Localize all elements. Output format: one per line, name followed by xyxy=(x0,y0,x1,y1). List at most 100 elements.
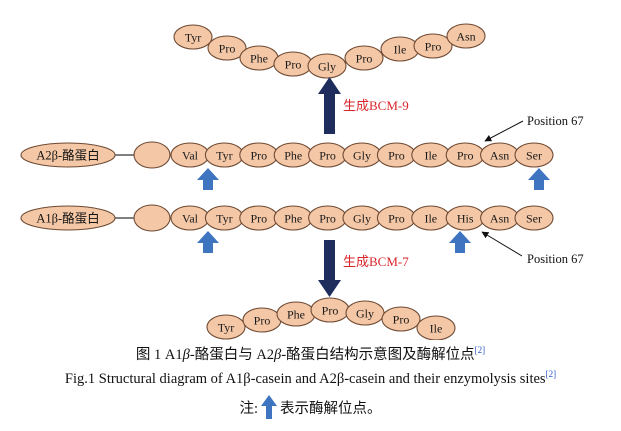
a1-residue-5: Pro xyxy=(308,205,348,231)
bcm7-residue-label: Gly xyxy=(356,306,374,320)
a2-cleavage-arrow-2 xyxy=(528,168,550,190)
bcm7-residue-3: Phe xyxy=(276,301,316,327)
caption-cn-beta-2: β xyxy=(274,347,282,363)
a2-residue-label: Pro xyxy=(250,148,267,162)
a2-residue-1: Val xyxy=(170,142,210,168)
a1-beta-casein-chain: A1β-酪蛋白 xyxy=(20,204,171,232)
a1-residue-9: His xyxy=(445,205,485,231)
a2-residue-label: Gly xyxy=(353,148,371,162)
bcm7-residue-4: Pro xyxy=(310,297,350,323)
bcm9-residue-label: Pro xyxy=(425,39,442,53)
bcm9-residue-label: Ile xyxy=(394,42,407,56)
bcm9-residue-label: Asn xyxy=(456,29,475,43)
bcm9-residue-4: Pro xyxy=(273,51,313,77)
a2-residue-label: Pro xyxy=(319,148,336,162)
bcm9-residue-6: Pro xyxy=(344,45,384,71)
note-prefix: 注: xyxy=(239,401,259,417)
a2-residue-label: Phe xyxy=(284,148,302,162)
a2-chain-start-bead xyxy=(133,141,171,169)
figure-caption-chinese: 图 1 A1β-酪蛋白与 A2β-酪蛋白结构示意图及酶解位点[2] xyxy=(0,343,621,364)
bcm9-residue-3: Phe xyxy=(239,45,279,71)
bcm9-residue-label: Pro xyxy=(219,41,236,55)
a2-cleavage-arrow-1 xyxy=(197,168,219,190)
a1-position-67-label: Position 67 xyxy=(527,252,584,266)
a1-residue-label: Gly xyxy=(353,211,371,225)
bcm7-residue-label: Pro xyxy=(393,312,410,326)
caption-cn-suffix: -酪蛋白结构示意图及酶解位点 xyxy=(281,347,475,363)
a1-residue-label: Asn xyxy=(490,211,509,225)
bcm9-residue-5: Gly xyxy=(307,53,347,79)
a1-residue-label: Pro xyxy=(319,211,336,225)
caption-cn-mid: -酪蛋白与 A2 xyxy=(189,347,275,363)
bcm7-residue-5: Gly xyxy=(345,300,385,326)
a2-residue-2: Tyr xyxy=(204,142,244,168)
caption-cn-reference[interactable]: [2] xyxy=(474,345,486,356)
a2-residue-3: Pro xyxy=(239,142,279,168)
bcm7-process-arrow xyxy=(318,240,341,297)
bcm9-residue-label: Phe xyxy=(250,51,268,65)
a1-residue-7: Pro xyxy=(376,205,416,231)
a1-residue-label: Pro xyxy=(250,211,267,225)
a2-residue-4: Phe xyxy=(273,142,313,168)
a1-residue-3: Pro xyxy=(239,205,279,231)
bcm7-residue-2: Pro xyxy=(242,307,282,333)
a1-residue-label: Tyr xyxy=(216,211,233,225)
a2-residue-5: Pro xyxy=(308,142,348,168)
bcm9-residue-1: Tyr xyxy=(173,24,213,50)
a1-residue-label: Phe xyxy=(284,211,302,225)
a1-residue-10: Asn xyxy=(480,205,520,231)
a2-residue-label: Tyr xyxy=(216,148,233,162)
caption-en-text: Fig.1 Structural diagram of A1β-casein a… xyxy=(64,370,546,387)
a1-residue-label: Val xyxy=(182,211,199,225)
a2-position-67-label: Position 67 xyxy=(527,114,584,128)
a1-residue-8: Ile xyxy=(411,205,451,231)
bcm7-residue-label: Pro xyxy=(254,313,271,327)
a1-cleavage-arrow-2 xyxy=(449,231,471,253)
a2-residue-9: Pro xyxy=(445,142,485,168)
bcm9-label: 生成BCM-9 xyxy=(343,98,409,113)
a1-residue-label: His xyxy=(457,211,474,225)
a2-chain-label: A2β-酪蛋白 xyxy=(36,148,99,163)
a1-chain-label: A1β-酪蛋白 xyxy=(36,211,99,226)
bcm9-residue-label: Pro xyxy=(285,57,302,71)
bcm7-residue-7: Ile xyxy=(416,315,456,340)
bcm9-residue-2: Pro xyxy=(207,35,247,61)
a1-chain-start-bead xyxy=(133,204,171,232)
a2-beta-casein-chain: A2β-酪蛋白 xyxy=(20,141,171,169)
bcm9-residue-9: Asn xyxy=(446,23,486,49)
a2-residue-6: Gly xyxy=(342,142,382,168)
bcm7-label: 生成BCM-7 xyxy=(343,254,409,269)
bcm9-residue-7: Ile xyxy=(380,36,420,62)
a2-residue-label: Pro xyxy=(457,148,474,162)
figure-note: 注: 表示酶解位点。 xyxy=(0,395,621,419)
bcm7-residue-1: Tyr xyxy=(206,314,246,340)
bcm9-residue-label: Pro xyxy=(356,51,373,65)
bcm9-residue-label: Tyr xyxy=(185,30,202,44)
a1-residue-2: Tyr xyxy=(204,205,244,231)
caption-cn-prefix: 图 1 A1 xyxy=(135,347,183,363)
bcm9-residue-8: Pro xyxy=(413,33,453,59)
a1-residue-label: Ser xyxy=(526,211,542,225)
bcm7-residue-6: Pro xyxy=(381,306,421,332)
a2-residue-11: Ser xyxy=(514,142,554,168)
a2-residue-label: Pro xyxy=(388,148,405,162)
a1-residue-label: Ile xyxy=(424,211,437,225)
a2-chain-label-oval xyxy=(20,142,116,168)
caption-cn-beta-1: β xyxy=(182,347,190,363)
figure-caption-english: Fig.1 Structural diagram of A1β-casein a… xyxy=(0,369,621,388)
a1-residue-4: Phe xyxy=(273,205,313,231)
a1-residue-1: Val xyxy=(170,205,210,231)
a2-residue-label: Ser xyxy=(526,148,542,162)
a1-residue-11: Ser xyxy=(514,205,554,231)
caption-en-reference[interactable]: [2] xyxy=(545,369,557,379)
a2-residue-label: Val xyxy=(182,148,199,162)
bcm7-residue-label: Phe xyxy=(287,307,305,321)
a1-chain-label-oval xyxy=(20,205,116,231)
bcm7-residue-label: Pro xyxy=(322,303,339,317)
a1-residue-beads: Val Tyr Pro Phe Pro Gly Pro Ile His Asn Ser xyxy=(170,205,554,231)
note-suffix: 表示酶解位点。 xyxy=(280,401,382,417)
a2-residue-8: Ile xyxy=(411,142,451,168)
bcm9-process-arrow xyxy=(318,77,341,134)
